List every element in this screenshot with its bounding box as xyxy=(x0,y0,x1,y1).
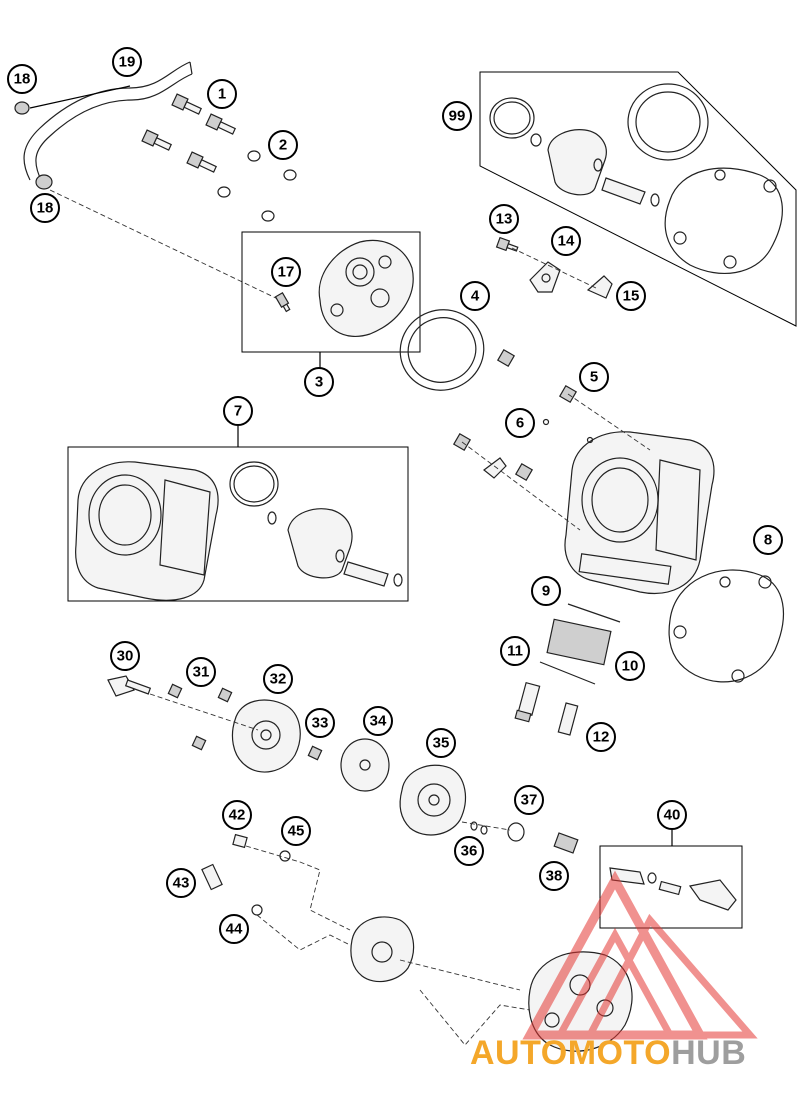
callout-10: 10 xyxy=(615,651,645,681)
needle-bearing-parts xyxy=(514,603,621,736)
svg-text:4: 4 xyxy=(471,288,480,305)
svg-text:7: 7 xyxy=(234,403,242,420)
kit-contents xyxy=(489,83,783,274)
svg-text:32: 32 xyxy=(270,671,287,688)
callout-12: 12 xyxy=(586,722,616,752)
svg-text:15: 15 xyxy=(623,288,640,305)
svg-text:1: 1 xyxy=(218,86,226,103)
callout-34: 34 xyxy=(363,706,393,736)
svg-text:37: 37 xyxy=(521,792,538,809)
svg-text:42: 42 xyxy=(229,807,246,824)
callout-37: 37 xyxy=(514,785,544,815)
callout-14: 14 xyxy=(551,226,581,256)
svg-text:14: 14 xyxy=(558,233,575,250)
exhaust-valve-parts xyxy=(609,867,737,911)
svg-text:43: 43 xyxy=(173,875,190,892)
callout-1: 1 xyxy=(207,79,237,109)
watermark-moto: MOTO xyxy=(568,1034,671,1072)
base-gasket xyxy=(668,569,784,683)
callout-33: 33 xyxy=(305,708,335,738)
svg-text:31: 31 xyxy=(193,664,210,681)
callout-99: 99 xyxy=(442,101,472,131)
callout-35: 35 xyxy=(426,728,456,758)
callout-7: 7 xyxy=(223,396,253,426)
svg-text:2: 2 xyxy=(279,137,287,154)
sensor-bracket-parts xyxy=(495,236,613,299)
exhaust-valve-box xyxy=(599,845,743,929)
svg-text:35: 35 xyxy=(433,735,450,752)
svg-text:3: 3 xyxy=(315,374,323,391)
head-gasket xyxy=(399,309,485,391)
washers xyxy=(217,150,297,222)
watermark-hub: HUB xyxy=(671,1034,746,1072)
svg-text:36: 36 xyxy=(461,843,478,860)
callout-45: 45 xyxy=(281,816,311,846)
svg-text:40: 40 xyxy=(664,807,681,824)
callout-2: 2 xyxy=(268,130,298,160)
svg-text:9: 9 xyxy=(542,583,550,600)
parts-kit-box xyxy=(479,71,797,327)
svg-text:18: 18 xyxy=(14,71,31,88)
svg-text:30: 30 xyxy=(117,648,134,665)
hose-clamp-bottom xyxy=(35,174,53,190)
callout-9: 9 xyxy=(531,576,561,606)
callout-32: 32 xyxy=(263,664,293,694)
callout-36: 36 xyxy=(454,836,484,866)
svg-text:45: 45 xyxy=(288,823,305,840)
svg-text:11: 11 xyxy=(507,643,523,660)
water-pump-parts xyxy=(107,675,579,854)
watermark-logo xyxy=(522,870,758,1040)
svg-text:5: 5 xyxy=(590,369,598,386)
svg-text:19: 19 xyxy=(119,54,136,71)
watermark-text: AUTOMOTOHUB xyxy=(470,1034,746,1072)
cylinder-head xyxy=(318,239,414,338)
cylinder-assembly xyxy=(564,431,715,594)
callout-18-top: 18 xyxy=(7,64,37,94)
svg-text:38: 38 xyxy=(546,868,563,885)
svg-text:34: 34 xyxy=(370,713,387,730)
callout-30: 30 xyxy=(110,641,140,671)
svg-text:12: 12 xyxy=(593,729,610,746)
cylinder-kit xyxy=(75,461,403,601)
cylinder-head-bolts xyxy=(141,93,237,173)
callout-4: 4 xyxy=(460,281,490,311)
callout-38: 38 xyxy=(539,861,569,891)
callout-13: 13 xyxy=(489,204,519,234)
callout-6: 6 xyxy=(505,408,535,438)
callout-18-bottom: 18 xyxy=(30,193,60,223)
coolant-hose xyxy=(23,61,193,183)
callout-40: 40 xyxy=(657,800,687,830)
callout-11: 11 xyxy=(500,636,530,666)
callout-31: 31 xyxy=(186,657,216,687)
callout-5: 5 xyxy=(579,362,609,392)
svg-text:99: 99 xyxy=(449,108,466,125)
cylinder-head-box xyxy=(241,231,421,353)
svg-text:13: 13 xyxy=(496,211,513,228)
callout-42: 42 xyxy=(222,800,252,830)
callout-8: 8 xyxy=(753,525,783,555)
svg-text:33: 33 xyxy=(312,715,329,732)
spark-plug xyxy=(274,291,291,313)
callout-19: 19 xyxy=(112,47,142,77)
callout-15: 15 xyxy=(616,281,646,311)
svg-text:44: 44 xyxy=(226,921,243,938)
hose-clamp-top xyxy=(14,101,30,115)
svg-text:10: 10 xyxy=(622,658,639,675)
callout-43: 43 xyxy=(166,868,196,898)
svg-text:6: 6 xyxy=(516,415,524,432)
svg-text:17: 17 xyxy=(278,264,295,281)
svg-text:8: 8 xyxy=(764,532,772,549)
callout-44: 44 xyxy=(219,914,249,944)
callout-17: 17 xyxy=(271,257,301,287)
svg-text:18: 18 xyxy=(37,200,54,217)
callout-3: 3 xyxy=(304,367,334,397)
watermark-auto: AUTO xyxy=(470,1034,568,1072)
